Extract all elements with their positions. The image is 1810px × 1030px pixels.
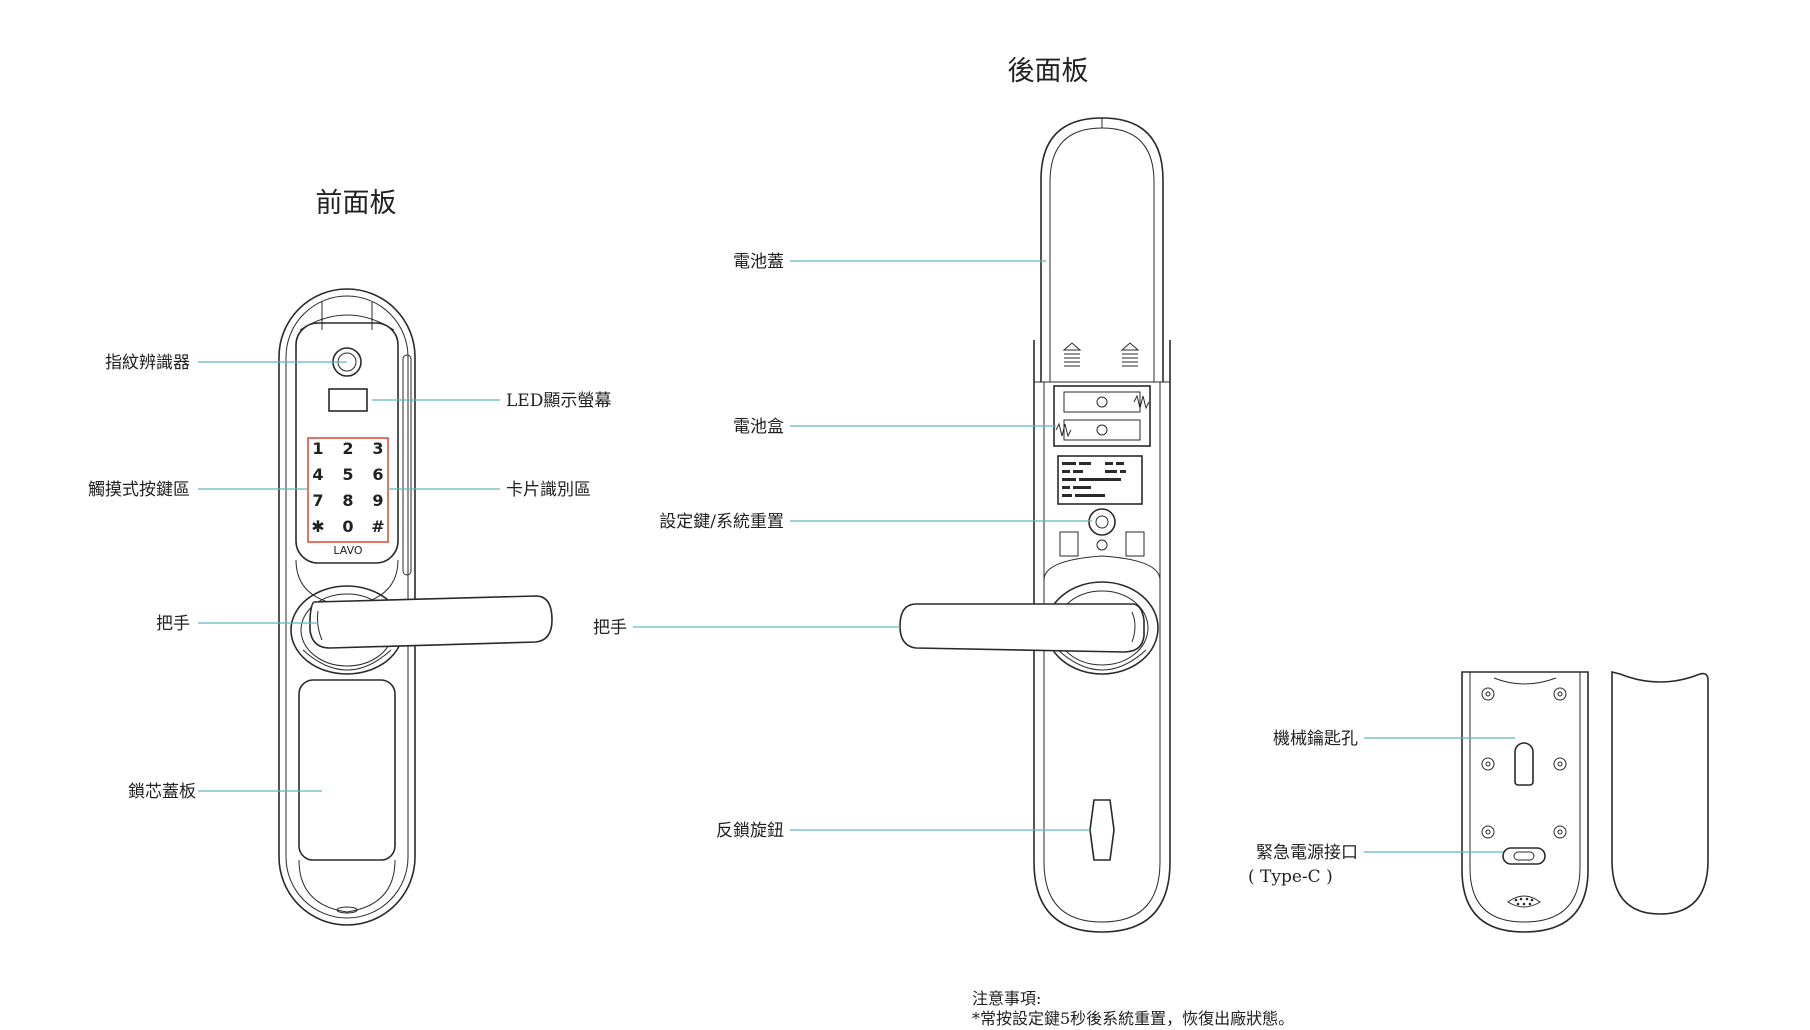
label-battery-box: 電池盒 [733,417,784,437]
vent-icon [1120,342,1140,367]
info-sticker [1057,455,1143,505]
label-led-screen: LED顯示螢幕 [506,391,611,411]
key-6: 6 [372,465,383,484]
screw-icon [1481,825,1495,839]
label-front-handle: 把手 [156,614,190,634]
screw-icon [1553,687,1567,701]
battery-cover [1040,117,1164,382]
screw-icon [1481,687,1495,701]
notes-heading: 注意事項: [972,989,1041,1008]
label-emergency-power-type: ( Type-C ) [1248,867,1333,887]
front-panel: 1 2 3 4 5 6 7 8 9 ✱ 0 # LAVO [278,288,553,926]
label-key-hole: 機械鑰匙孔 [1273,729,1358,749]
back-panel-body [1033,340,1171,933]
key-3: 3 [372,439,383,458]
key-hash: # [371,517,384,536]
screw-icon [1553,825,1567,839]
key-0: 0 [342,517,353,536]
back-panel-title: 後面板 [1008,56,1089,87]
keypad-area [307,437,389,543]
label-thumb-turn: 反鎖旋鈕 [716,821,784,841]
label-card-reader: 卡片識別區 [506,480,591,500]
key-star: ✱ [311,517,324,536]
front-handle [309,595,553,649]
screw-icon [1553,757,1567,771]
key-8: 8 [342,491,353,510]
detail-panel-body [1461,671,1589,933]
key-hole-icon [1514,742,1534,786]
type-c-port [1502,847,1546,865]
label-emergency-power: 緊急電源接口 [1256,843,1358,863]
label-touch-keypad: 觸摸式按鍵區 [88,480,190,500]
key-9: 9 [372,491,383,510]
key-1: 1 [312,439,323,458]
battery-box [1053,385,1151,447]
notes-line-1: *常按設定鍵5秒後系統重置，恢復出廠狀態。 [972,1009,1294,1028]
cylinder-cover-plate [298,679,396,861]
brand-logo: LAVO [333,544,363,557]
key-7: 7 [312,491,323,510]
detail-panel [1461,670,1709,933]
led-screen [328,388,368,412]
back-handle [899,603,1145,653]
label-battery-cover: 電池蓋 [733,252,784,272]
label-cylinder-cover: 鎖芯蓋板 [128,782,196,802]
back-panel [899,117,1171,933]
key-5: 5 [342,465,353,484]
setting-key-button [1088,508,1116,536]
key-2: 2 [342,439,353,458]
label-setting-key: 設定鍵/系統重置 [659,512,784,532]
key-4: 4 [312,465,323,484]
screw-icon [1481,757,1495,771]
label-fingerprint: 指紋辨識器 [105,353,190,373]
label-back-handle: 把手 [593,618,627,638]
cover-piece [1611,670,1709,915]
front-face-module [295,322,399,564]
thumb-turn [1089,799,1115,861]
front-panel-title: 前面板 [316,188,397,219]
vent-icon [1062,342,1082,367]
